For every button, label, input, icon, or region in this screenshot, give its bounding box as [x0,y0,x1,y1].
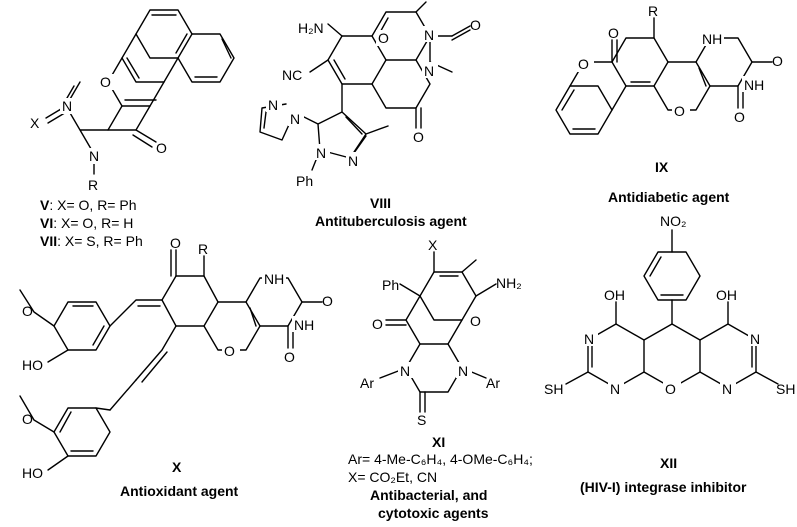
x-hydroxy-1: HO [22,357,43,373]
xii-hydroxy-2: OH [716,287,737,303]
viii-oxygen-ring: O [378,30,389,46]
viii-oxygen-1: O [470,17,481,33]
structure-xi: X Ph NH₂ O O N N Ar Ar S XI Ar= 4-Me-C₆H… [348,237,533,521]
viii-imidazole-n2: N [268,97,278,113]
ix-numeral: IX [655,159,669,175]
structure-ix: O O O R NH NH O O IX Antidiabetic agent [555,3,783,205]
ix-activity: Antidiabetic agent [608,189,730,205]
xi-carbonyl-oxygen: O [372,316,383,332]
viii-imidazole-n1: N [290,111,300,127]
xi-numeral: XI [432,434,445,450]
xii-nitrogen-3: N [750,331,760,347]
xi-nitrogen-1: N [400,363,410,379]
xi-x-substituent: X [428,237,438,253]
xii-hydroxy-1: OH [604,287,625,303]
structure-xii: NO₂ OH OH N N N N O SH SH XII (HIV-I) in… [544,213,795,495]
xii-thiol-1: SH [544,381,563,397]
x-oxygen-2: O [284,349,295,365]
xi-aryl-2: Ar [486,375,500,391]
viii-phenyl: Ph [296,173,313,189]
v-nitrogen-1: N [62,98,72,114]
viii-numeral: VIII [370,195,391,211]
v-nitrogen-2: N [89,148,99,164]
x-r-substituent: R [198,241,208,257]
xii-numeral: XII [660,455,677,471]
structure-v-vii: O N N X O R V: X= O, R= Ph VI: X= O, R= … [30,9,235,249]
xi-x-definition: X= CO₂Et, CN [348,469,437,485]
x-oxygen-ring: O [224,343,235,359]
viii-activity: Antituberculosis agent [315,213,467,229]
v-x-substituent: X [30,115,40,131]
xii-nitro: NO₂ [660,213,686,229]
x-numeral: X [172,459,182,475]
viii-nitrogen-1: N [424,27,434,43]
x-hydroxy-2: HO [22,465,43,481]
xi-activity-line-2: cytotoxic agents [378,505,489,521]
x-ketone-oxygen: O [170,235,181,251]
viii-amino: H₂N [298,20,324,36]
ix-nh-1: NH [702,31,722,47]
x-oxygen-1: O [322,293,333,309]
xi-aryl-definition: Ar= 4-Me-C₆H₄, 4-OMe-C₆H₄; [348,451,533,467]
viii-pyrazole-n1: N [316,145,326,161]
v-carbonyl-oxygen: O [156,140,167,156]
viii-cyano: NC [282,67,302,83]
structure-x: O R NH NH O O O O HO O HO X Antioxidant … [19,235,333,499]
x-nh-1: NH [264,271,284,287]
x-nh-2: NH [294,317,314,333]
ix-oxygen-1: O [772,53,783,69]
ix-oxygen-ring-2: O [674,103,685,119]
xi-sulfur: S [417,412,426,428]
xii-nitrogen-1: N [584,331,594,347]
structure-viii: O H₂N NC N N O O N N N N Ph VIII Antitub… [259,1,481,229]
xii-nitrogen-4: N [722,381,732,397]
xi-activity-line-1: Antibacterial, and [370,487,487,503]
x-methoxy-oxygen-1: O [22,303,33,319]
xii-nitrogen-2: N [610,381,620,397]
ix-nh-2: NH [744,77,764,93]
ix-r-substituent: R [648,3,658,19]
x-activity: Antioxidant agent [120,483,239,499]
vii-variant-line: VII: X= S, R= Ph [40,233,143,249]
viii-nitrogen-2: N [424,63,434,79]
xii-activity: (HIV-I) integrase inhibitor [580,479,747,495]
xi-phenyl: Ph [382,277,399,293]
ix-oxygen-ring-1: O [608,25,619,41]
x-methoxy-oxygen-2: O [22,411,33,427]
xi-nitrogen-2: N [458,363,468,379]
xii-thiol-2: SH [776,381,795,397]
xi-oxygen-ring: O [470,313,481,329]
viii-oxygen-2: O [413,129,424,145]
xi-amino: NH₂ [496,275,522,291]
xi-aryl-1: Ar [360,375,374,391]
v-oxygen-ring: O [100,74,111,90]
ix-oxygen-lactone: O [578,56,589,72]
v-variant-line: V: X= O, R= Ph [40,197,137,213]
xii-oxygen-ring: O [665,381,676,397]
ix-oxygen-2: O [734,109,745,125]
vi-variant-line: VI: X= O, R= H [40,215,133,231]
viii-pyrazole-n2: N [348,153,358,169]
v-r-substituent: R [88,177,98,193]
